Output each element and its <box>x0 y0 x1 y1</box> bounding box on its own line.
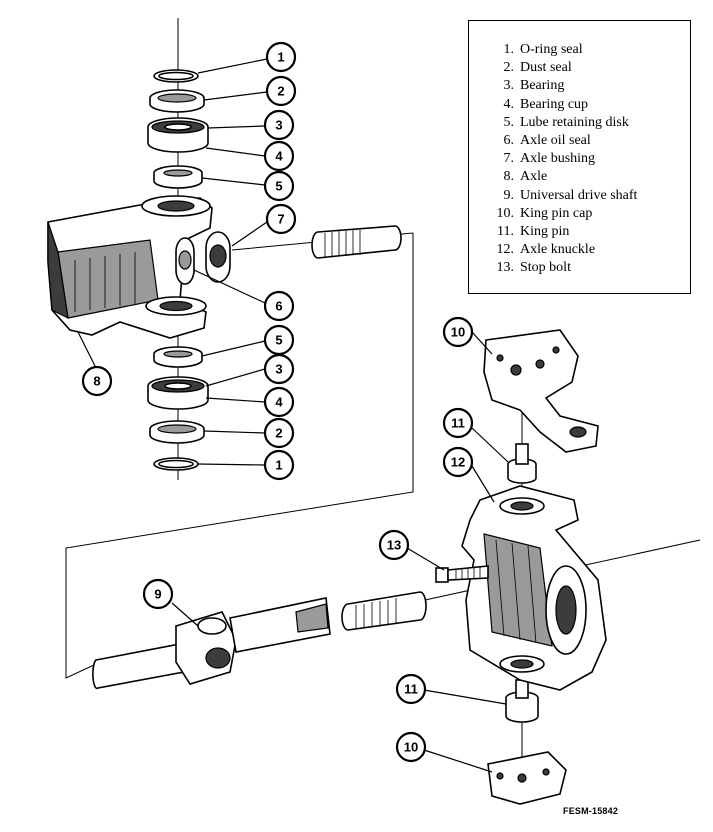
svg-text:10: 10 <box>404 740 418 755</box>
upper-bearing-stack <box>147 69 209 189</box>
svg-text:11: 11 <box>451 416 465 431</box>
king-pin-cap-upper <box>483 329 599 453</box>
legend-item: 5.Lube retaining disk <box>503 114 629 130</box>
callout-8: 8 <box>81 365 113 397</box>
parts-legend-list: 1.O-ring seal 2.Dust seal 3.Bearing 4.Be… <box>469 21 690 278</box>
svg-text:8: 8 <box>93 374 100 389</box>
callout-7: 7 <box>265 203 297 235</box>
lower-bearing-stack <box>147 346 209 471</box>
svg-text:1: 1 <box>275 458 282 473</box>
svg-text:12: 12 <box>451 455 465 470</box>
legend-item: 13.Stop bolt <box>496 260 571 276</box>
legend-item: 8.Axle <box>503 169 548 185</box>
svg-text:7: 7 <box>277 212 284 227</box>
svg-text:4: 4 <box>275 149 283 164</box>
legend-item: 4.Bearing cup <box>503 96 589 112</box>
legend-item: 9.Universal drive shaft <box>503 187 638 203</box>
svg-text:3: 3 <box>275 362 282 377</box>
svg-text:6: 6 <box>275 299 282 314</box>
callout-13: 13 <box>378 529 410 561</box>
svg-text:1: 1 <box>277 50 284 65</box>
leader-lines <box>77 58 509 773</box>
callout-10-bottom: 10 <box>395 731 427 763</box>
callout-6: 6 <box>263 290 295 322</box>
legend-item: 11.King pin <box>497 224 570 240</box>
parts-legend: 1.O-ring seal 2.Dust seal 3.Bearing 4.Be… <box>468 20 691 294</box>
legend-item: 12.Axle knuckle <box>496 242 596 258</box>
axle-seal-group <box>175 231 231 285</box>
legend-item: 7.Axle bushing <box>503 151 596 167</box>
legend-item: 2.Dust seal <box>503 60 572 76</box>
svg-text:4: 4 <box>275 395 283 410</box>
svg-text:5: 5 <box>275 179 282 194</box>
callout-11-top: 11 <box>442 407 474 439</box>
legend-item: 3.Bearing <box>503 78 565 94</box>
callout-12: 12 <box>442 446 474 478</box>
knuckle-hardware <box>483 329 599 805</box>
svg-text:2: 2 <box>277 84 284 99</box>
callout-11-bottom: 11 <box>395 673 427 705</box>
svg-text:2: 2 <box>275 426 282 441</box>
axle-housing <box>47 195 213 339</box>
legend-item: 10.King pin cap <box>496 205 593 221</box>
universal-drive-shaft <box>92 591 427 690</box>
svg-text:13: 13 <box>387 538 401 553</box>
callout-5-top: 5 <box>263 170 295 202</box>
king-pin-lower <box>505 691 539 723</box>
lube-retaining-disk-upper <box>153 165 203 189</box>
figure-code: FESM-15842 <box>563 806 619 816</box>
callout-4-bottom: 4 <box>263 386 295 418</box>
king-pin-upper <box>507 458 537 484</box>
callout-10-top: 10 <box>442 316 474 348</box>
svg-text:9: 9 <box>154 587 161 602</box>
callout-9: 9 <box>142 578 174 610</box>
svg-text:11: 11 <box>404 682 418 697</box>
callout-5-bottom: 5 <box>263 324 295 356</box>
axle-knuckle <box>461 485 607 691</box>
callout-4-top: 4 <box>263 140 295 172</box>
svg-text:5: 5 <box>275 333 282 348</box>
stop-bolt <box>435 565 489 583</box>
callout-1-bottom: 1 <box>263 449 295 481</box>
svg-text:3: 3 <box>275 118 282 133</box>
callout-3-bottom: 3 <box>263 353 295 385</box>
callout-3-top: 3 <box>263 109 295 141</box>
callout-2-bottom: 2 <box>263 417 295 449</box>
legend-item: 1.O-ring seal <box>503 42 583 57</box>
svg-text:10: 10 <box>451 325 465 340</box>
king-pin-cap-lower <box>487 751 567 805</box>
upper-splined-shaft <box>311 225 402 259</box>
callout-1-top: 1 <box>265 41 297 73</box>
legend-item: 6.Axle oil seal <box>503 133 591 149</box>
callout-2-top: 2 <box>265 75 297 107</box>
